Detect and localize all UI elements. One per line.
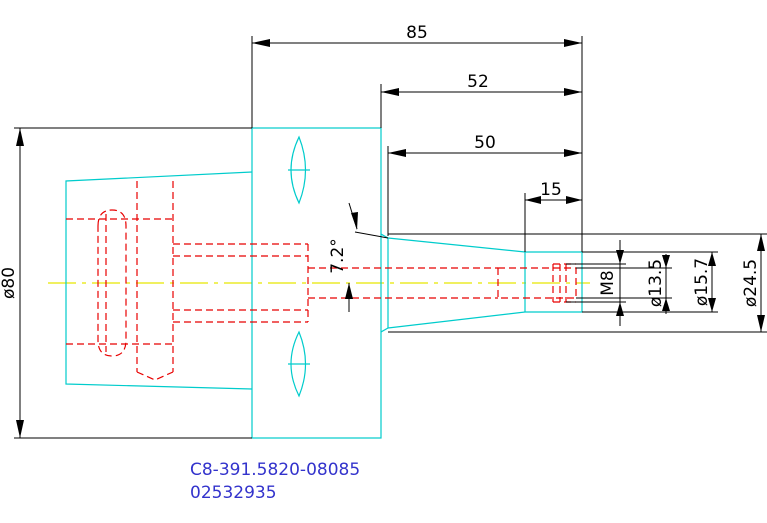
dimension-thread-label: M8 <box>598 270 618 295</box>
dimension-diameter-13-5-label: ø13.5 <box>646 259 666 307</box>
dimension-15: 15 <box>524 180 582 252</box>
part-outline <box>65 127 583 439</box>
part-number-line-2: 02532935 <box>190 483 277 503</box>
dimension-diameter-80-label: ø80 <box>0 267 19 299</box>
dimension-diameter-15-7-label: ø15.7 <box>692 258 712 306</box>
part-number-line-1: C8-391.5820-08085 <box>190 460 360 480</box>
dimension-15-label: 15 <box>540 180 562 200</box>
dimension-thread: M8 <box>566 240 626 326</box>
dimension-diameter-80: ø80 <box>0 127 252 439</box>
dimension-50-label: 50 <box>474 133 496 153</box>
dimension-52-label: 52 <box>467 72 489 92</box>
dimension-diameter-24-5-label: ø24.5 <box>741 259 761 307</box>
dimension-angle-label: 7.2° <box>328 238 348 274</box>
dimension-diameter-15-7: ø15.7 <box>582 251 718 313</box>
dimension-angle: 7.2° <box>328 202 389 312</box>
dimension-52: 52 <box>380 72 582 128</box>
part-number-label: C8-391.5820-08085 02532935 <box>190 460 360 503</box>
dimension-diameter-13-5: ø13.5 <box>576 254 672 314</box>
dimension-diameter-24-5: ø24.5 <box>388 233 767 333</box>
dimension-85-label: 85 <box>406 23 428 43</box>
dimension-85: 85 <box>251 23 583 252</box>
dimension-50: 50 <box>387 133 582 236</box>
hidden-lines <box>66 181 577 381</box>
